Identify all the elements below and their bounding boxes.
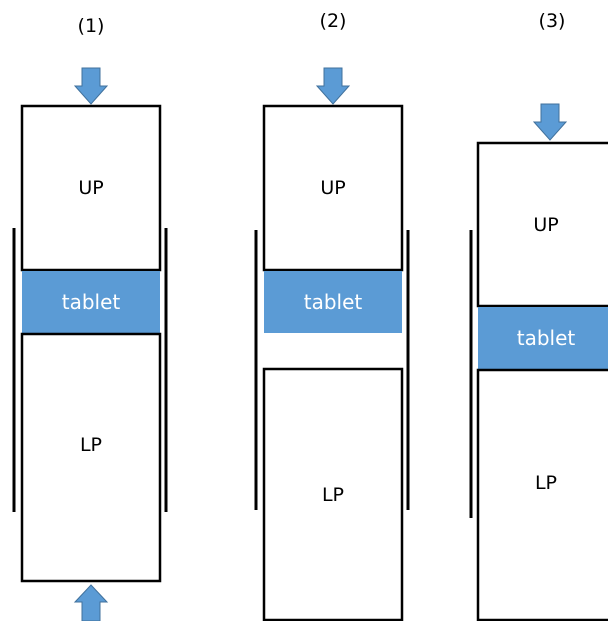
panel-3-lower-punch [476, 368, 608, 621]
panel-3-lower-punch-label: LP [535, 472, 557, 494]
panel-2-tablet [264, 271, 402, 333]
panel-1-tablet [22, 271, 160, 333]
panel-2-upper-punch [262, 104, 404, 272]
panel-2: (2) UP tablet LP [254, 10, 410, 621]
panel-1-upper-punch-label: UP [78, 177, 103, 199]
panel-2-top-force-arrow [315, 67, 351, 105]
panel-3-top-force-arrow [532, 103, 568, 141]
panel-2-upper-punch-label: UP [320, 177, 345, 199]
panel-3-tablet [478, 307, 608, 369]
panel-1-upper-punch [20, 104, 162, 272]
panel-3: (3) UP tablet LP [469, 10, 608, 621]
panel-2-lower-punch [262, 367, 404, 621]
panel-1-top-force-arrow [73, 67, 109, 105]
panel-2-tablet-label: tablet [304, 290, 363, 314]
panel-1-bottom-force-arrow [73, 584, 109, 621]
panel-1: (1) UP tablet LP [12, 15, 168, 621]
panel-1-lower-punch-label: LP [80, 434, 102, 456]
panel-2-lower-punch-label: LP [322, 484, 344, 506]
panel-3-tablet-label: tablet [517, 326, 576, 350]
panel-2-number: (2) [320, 10, 347, 32]
panel-3-number: (3) [539, 10, 566, 32]
panel-1-lower-punch [20, 332, 162, 583]
panel-3-upper-punch [476, 141, 608, 308]
panel-1-number: (1) [78, 15, 105, 37]
panel-1-tablet-label: tablet [62, 290, 121, 314]
panel-3-upper-punch-label: UP [533, 214, 558, 236]
